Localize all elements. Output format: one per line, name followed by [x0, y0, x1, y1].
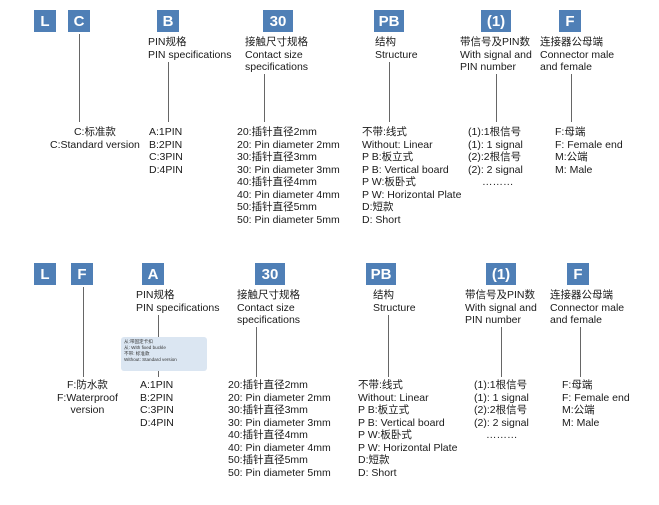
code-box-contact: 30 [255, 263, 285, 285]
code-box-connector: F [567, 263, 589, 285]
code-box-pin: B [157, 10, 179, 32]
connector-line [158, 315, 159, 337]
connector-line [158, 371, 159, 377]
connector-line [83, 287, 84, 377]
connector-line [264, 74, 265, 122]
connector-line [256, 327, 257, 377]
code-box-version: C [68, 10, 90, 32]
code-box-signal: (1) [481, 10, 511, 32]
connector-line [79, 34, 80, 122]
signal-options: (1):1根信号(1): 1 signal(2):2根信号(2): 2 sign… [468, 126, 523, 188]
connector-line [496, 74, 497, 122]
code-box-version: F [71, 263, 93, 285]
connector-line [168, 62, 169, 122]
code-box-contact: 30 [263, 10, 293, 32]
connector-line [388, 315, 389, 377]
code-box-structure: PB [366, 263, 396, 285]
code-box-structure: PB [374, 10, 404, 32]
code-box-pin: A [142, 263, 164, 285]
code-box-L: L [34, 10, 56, 32]
connector-line [580, 327, 581, 377]
code-box-signal: (1) [486, 263, 516, 285]
code-box-L: L [34, 263, 56, 285]
connector-line [501, 327, 502, 377]
connector-line [389, 62, 390, 122]
connector-line [571, 74, 572, 122]
signal-options: (1):1根信号(1): 1 signal(2):2根信号(2): 2 sign… [474, 379, 529, 441]
code-box-connector: F [559, 10, 581, 32]
